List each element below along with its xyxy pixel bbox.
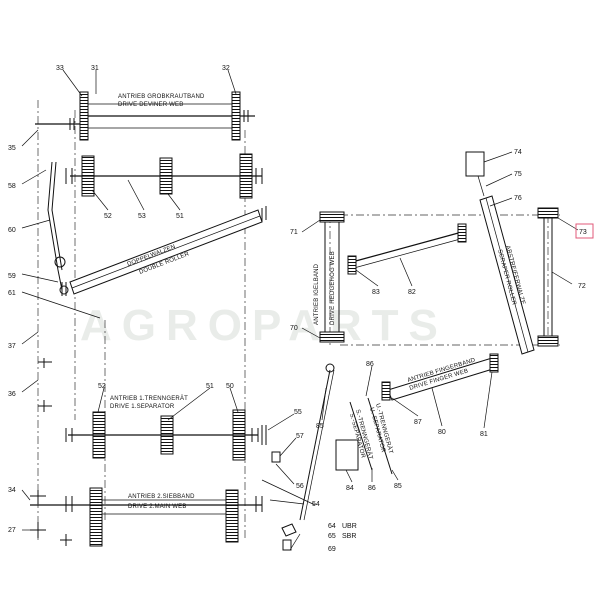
callout-81: 81	[480, 431, 488, 438]
separator1-label-en: DRIVE 1.SEPARATOR	[110, 404, 175, 410]
callout-75: 75	[514, 171, 522, 178]
callout-73: 73	[579, 229, 587, 236]
callout-80: 80	[438, 429, 446, 436]
callout-86a: 86	[366, 361, 374, 368]
callout-85a: 85	[316, 423, 324, 430]
separator1-drive: ANTRIEB 1.TRENNGERÄT DRIVE 1.SEPARATOR	[65, 395, 259, 461]
callout-51b: 51	[206, 383, 214, 390]
callout-58: 58	[8, 183, 16, 190]
shaft-82	[347, 223, 467, 275]
callout-86b: 86	[368, 485, 376, 492]
callout-33: 33	[56, 65, 64, 72]
callout-87: 87	[414, 419, 422, 426]
hedgehog-label-de: ANTRIEB IGELBAND	[314, 263, 320, 325]
callout-70: 70	[290, 325, 298, 332]
callout-85b: 85	[394, 483, 402, 490]
callout-64: 64	[328, 523, 336, 530]
hedgehog-label-en: DRIVE HEDGEHOG WEB	[330, 251, 336, 325]
callout-74: 74	[514, 149, 522, 156]
callout-69: 69	[328, 546, 336, 553]
callout-36: 36	[8, 391, 16, 398]
callout-72: 72	[578, 283, 586, 290]
callout-52a: 52	[104, 213, 112, 220]
callout-27: 27	[8, 527, 16, 534]
link-rod	[299, 363, 335, 521]
deviner-label-en: DRIVE DEVINER WEB	[118, 102, 183, 108]
callout-76: 76	[514, 195, 522, 202]
callout-60: 60	[8, 227, 16, 234]
callouts: 33 31 32 35 58 52 53 51 60 59 61 37 36 5…	[8, 65, 587, 553]
main-web-label-en: DRIVE 2.MAIN WEB	[128, 504, 187, 510]
callout-65: 65	[328, 533, 336, 540]
double-roller: DOPPELWALZEN DOUBLE ROLLER	[61, 206, 267, 296]
callout-37: 37	[8, 343, 16, 350]
callout-52b: 52	[98, 383, 106, 390]
deviner-web-drive: ANTRIEB GROBKRAUTBAND DRIVE DEVINER WEB	[35, 91, 255, 141]
scraper-roller: ABSTREIFERWALZE SCRAPER ROLLER	[465, 151, 535, 355]
callout-34: 34	[8, 487, 16, 494]
finger-web: ANTRIEB FINGERBAND DRIVE FINGER WEB	[381, 353, 499, 401]
roller-shaft	[65, 153, 263, 199]
separators: S.-TRENNGERÄT S.-SEPARATOR U.-TRENNGERÄT…	[335, 397, 394, 475]
lever	[47, 161, 69, 295]
sbr-label: SBR	[342, 533, 356, 540]
ubr-label: UBR	[342, 523, 357, 530]
callout-31: 31	[91, 65, 99, 72]
main-web-drive: ANTRIEB 2.SIEBBAND DRIVE 2.MAIN WEB	[30, 487, 263, 547]
watermark: AGROPARTS	[80, 301, 448, 350]
callout-56: 56	[296, 483, 304, 490]
callout-83: 83	[372, 289, 380, 296]
callout-59: 59	[8, 273, 16, 280]
separator1-label-de: ANTRIEB 1.TRENNGERÄT	[110, 395, 188, 402]
callout-54: 54	[312, 501, 320, 508]
right-small-parts	[261, 425, 316, 551]
main-web-label-de: ANTRIEB 2.SIEBBAND	[128, 494, 195, 500]
callout-35: 35	[8, 145, 16, 152]
callout-82: 82	[408, 289, 416, 296]
callout-53: 53	[138, 213, 146, 220]
callout-71: 71	[290, 229, 298, 236]
callout-51a: 51	[176, 213, 184, 220]
roller-72	[537, 207, 559, 347]
callout-57: 57	[296, 433, 304, 440]
callout-61: 61	[8, 290, 16, 297]
callout-73-highlight	[575, 223, 594, 239]
callout-84: 84	[346, 485, 354, 492]
left-devices	[30, 358, 72, 546]
hedgehog-web: ANTRIEB IGELBAND DRIVE HEDGEHOG WEB	[314, 211, 345, 343]
callout-55: 55	[294, 409, 302, 416]
deviner-label-de: ANTRIEB GROBKRAUTBAND	[118, 94, 205, 100]
callout-50: 50	[226, 383, 234, 390]
callout-32: 32	[222, 65, 230, 72]
leader-lines	[21, 69, 579, 551]
